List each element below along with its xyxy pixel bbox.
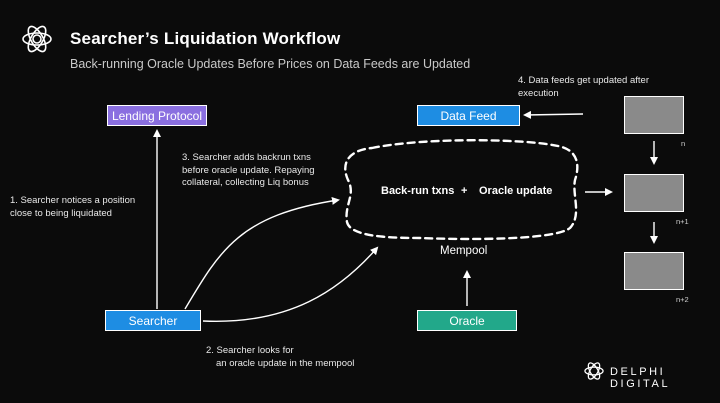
delphi-logo-icon — [22, 25, 52, 53]
arrow-searcher-to-mempool-lower — [202, 246, 379, 322]
oracle-update-label: Oracle update — [479, 185, 553, 197]
block-n-plus-1-label: n+1 — [676, 217, 689, 226]
step-3-line-3: collateral, collecting Liq bonus — [182, 177, 309, 188]
brand-name: DELPHI DIGITAL — [610, 366, 671, 390]
backrun-txns-label: Back-run txns — [381, 185, 455, 197]
lending-protocol-node: Lending Protocol — [107, 105, 207, 126]
block-n-label: n — [681, 139, 686, 148]
step-4-line-2: execution — [518, 87, 559, 99]
delphi-brand-icon — [584, 362, 604, 380]
block-n-plus-2 — [624, 252, 684, 290]
step-3-line-2: before oracle update. Repaying — [182, 164, 315, 176]
page-title: Searcher’s Liquidation Workflow — [70, 29, 341, 48]
mempool-cloud — [344, 139, 579, 241]
searcher-node: Searcher — [105, 310, 201, 331]
step-1-note: 1. Searcher notices a position close to … — [10, 195, 135, 220]
page-subtitle: Back-running Oracle Updates Before Price… — [70, 57, 471, 71]
block-n-plus-2-label: n+2 — [676, 295, 689, 304]
step-2-line-2: an oracle update in the mempool — [216, 357, 355, 369]
step-2-line-1: 2. Searcher looks for — [206, 345, 294, 356]
step-4-line-1: 4. Data feeds get updated after — [518, 75, 649, 86]
step-1-line-1: 1. Searcher notices a position — [10, 195, 136, 206]
data-feed-node: Data Feed — [417, 105, 520, 126]
step-3-note: 3. Searcher adds backrun txns before ora… — [182, 152, 315, 190]
arrow-searcher-to-mempool-upper — [184, 196, 340, 310]
block-n — [624, 96, 684, 134]
plus-sign: + — [461, 185, 468, 197]
step-4-note: 4. Data feeds get updated after executio… — [518, 75, 649, 100]
block-n-plus-1 — [624, 174, 684, 212]
oracle-node: Oracle — [417, 310, 517, 331]
step-2-note: 2. Searcher looks for an oracle update i… — [206, 345, 354, 370]
arrow-blocks-to-datafeed — [523, 110, 584, 119]
mempool-label: Mempool — [440, 245, 488, 257]
step-3-line-1: 3. Searcher adds backrun txns — [182, 152, 311, 163]
step-1-line-2: close to being liquidated — [10, 207, 112, 219]
